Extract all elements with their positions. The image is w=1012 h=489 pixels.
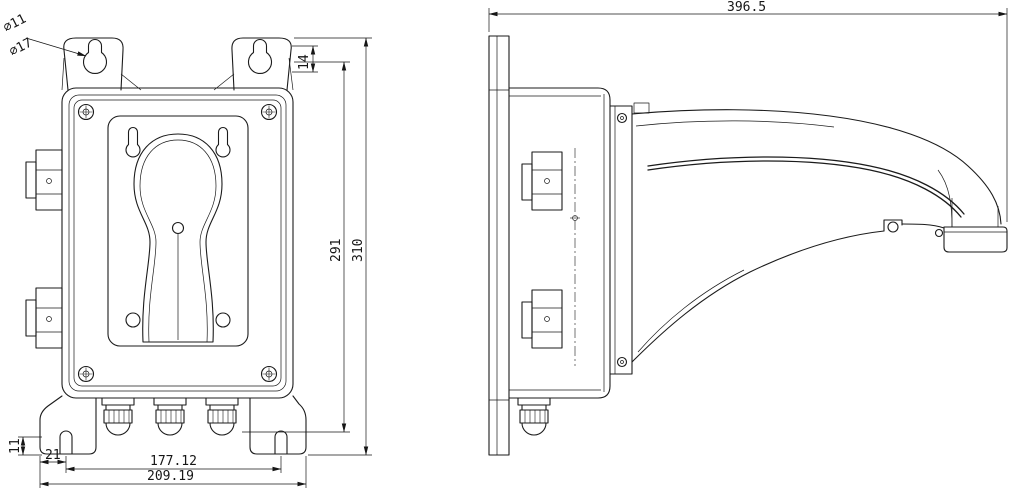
arm-head (934, 169, 1008, 253)
dim-label-overall-height: 310 (351, 239, 366, 262)
screw-icon (260, 103, 278, 121)
arm-rib-line-2 (647, 160, 962, 218)
cable-gland (205, 397, 239, 436)
side-cable-gland (517, 397, 551, 436)
dim-label-foot-tab: 11 (8, 438, 23, 454)
side-clamp-bottom (521, 289, 563, 349)
plate-keyhole-right (215, 126, 231, 158)
side-centerline (570, 148, 580, 366)
screw-icon (77, 103, 95, 121)
dim-label-slot-spacing: 177.12 (150, 454, 197, 469)
bracket-arm (631, 109, 1008, 363)
dim-overall-height: 310 (294, 37, 372, 456)
arm-lock-screw (883, 219, 945, 233)
front-top-ear-left (63, 37, 124, 91)
front-clamp-top (25, 149, 63, 211)
front-box-lid-inner (73, 99, 282, 387)
front-clamp-bottom (25, 287, 63, 349)
front-bottom-ears (39, 395, 307, 455)
dim-label-overall-length: 396.5 (727, 0, 766, 15)
front-plate-top-edges (61, 57, 294, 91)
front-cable-glands (101, 397, 239, 436)
screw-icon (77, 365, 95, 383)
dim-foot-tab: 11 (8, 436, 42, 456)
flange-screw-top (616, 112, 628, 124)
keyhole-right (247, 38, 273, 74)
front-bottom-ear-right (249, 395, 307, 455)
front-corner-screws (77, 103, 278, 383)
dim-slot-spacing: 177.12 (65, 454, 282, 473)
arm-upper-inner-line (635, 120, 835, 128)
dim-body-height: 291 (242, 61, 350, 433)
mount-plate-outline (107, 115, 249, 347)
side-clamp-top (521, 151, 563, 211)
side-dimensions: 396.5 (488, 0, 1008, 222)
flange-screw-bottom (616, 356, 628, 368)
cap-screw (934, 228, 944, 238)
arm-bottom-edge (631, 230, 885, 363)
dim-label-body-height: 291 (329, 239, 344, 262)
plate-keyhole-left (125, 126, 141, 158)
plate-hole-left (125, 312, 141, 328)
front-top-ears (61, 37, 294, 91)
dim-slot-offset: 21 (39, 448, 67, 488)
front-top-ear-right (231, 37, 292, 91)
dim-overall-width: 209.19 (39, 456, 307, 488)
screw-icon (260, 365, 278, 383)
side-box (508, 87, 611, 399)
front-dimensions: ⌀11 ⌀17 14 291 310 11 (1, 12, 372, 488)
dim-label-slot-offset: 21 (45, 448, 61, 463)
arm-rib-line-1 (647, 156, 965, 215)
side-wall-plate (488, 35, 510, 456)
keyhole-left (82, 38, 108, 74)
front-bottom-ear-left (39, 395, 97, 455)
arm-flange (609, 102, 650, 375)
front-view (25, 37, 307, 455)
bottom-slot-left (59, 430, 73, 455)
front-mount-plate (107, 115, 249, 347)
cable-gland (153, 397, 187, 436)
side-view (488, 35, 1008, 456)
head-cap (943, 226, 1008, 253)
front-box-lid (68, 94, 287, 392)
dim-label-overall-width: 209.19 (147, 469, 194, 484)
arm-lower-inner-line (637, 269, 745, 353)
hanger-bell-outline (133, 133, 223, 343)
bottom-slot-right (274, 430, 288, 455)
arm-top-edge (631, 109, 1002, 225)
hanger-bell-inner (139, 139, 217, 343)
plate-hole-right (215, 312, 231, 328)
cable-gland (101, 397, 135, 436)
dim-overall-length: 396.5 (488, 0, 1008, 222)
